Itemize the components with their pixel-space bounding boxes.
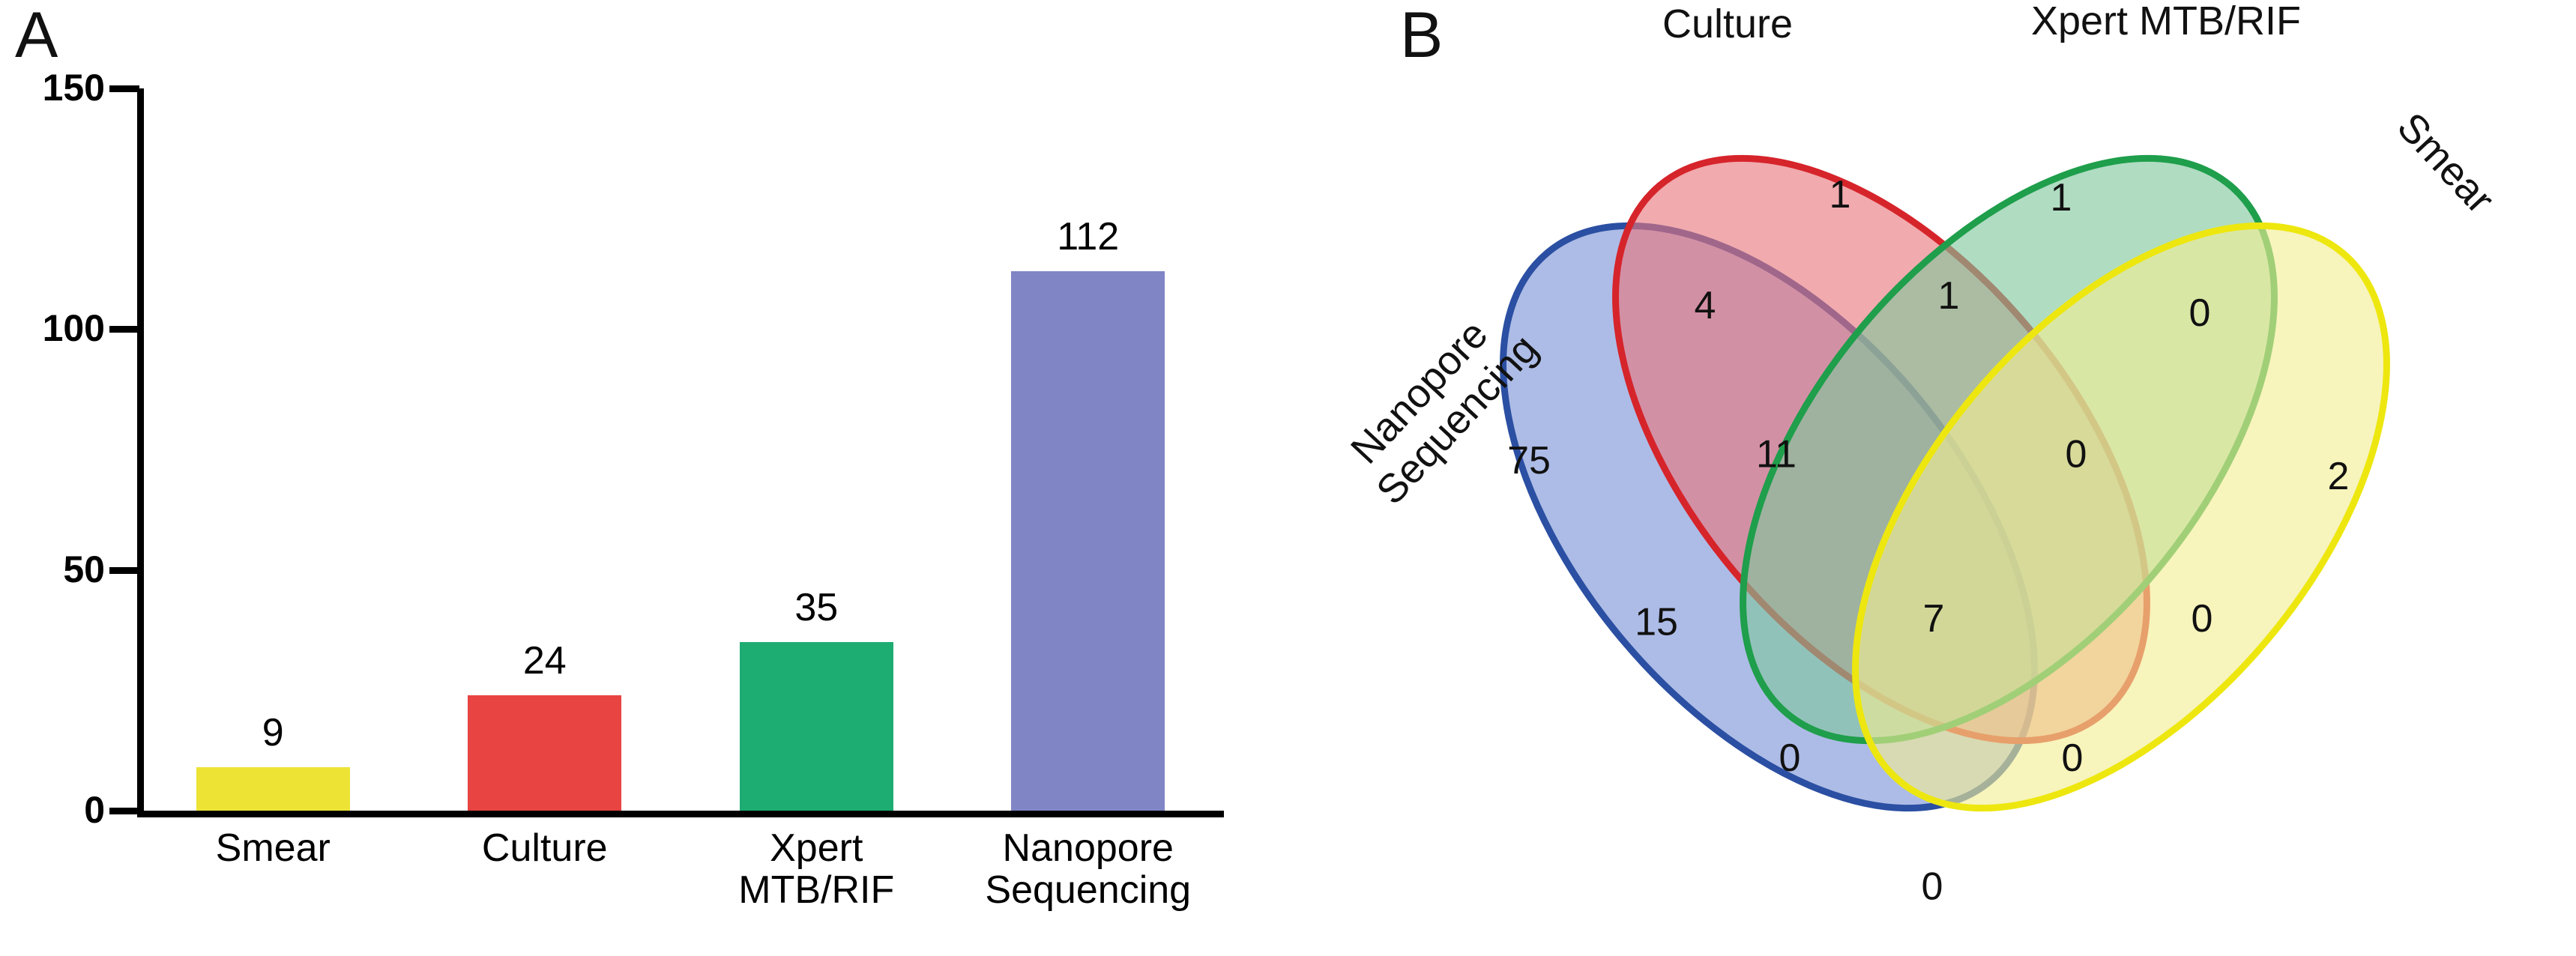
y-tick-50 xyxy=(109,566,139,574)
x-axis-label-1: Smear xyxy=(215,826,331,870)
venn-count-9: 2 xyxy=(2328,455,2350,498)
y-tick-label-100: 100 xyxy=(42,307,105,350)
venn-count-10: 15 xyxy=(1635,600,1678,644)
bar-4 xyxy=(1011,271,1165,811)
bar-2 xyxy=(468,695,622,811)
y-axis-line xyxy=(137,88,144,817)
venn-diagram-svg: Nanopore Sequencing Culture Xpert MTB/RI… xyxy=(1342,0,2503,909)
y-tick-150 xyxy=(109,85,139,92)
venn-count-12: 0 xyxy=(2192,597,2213,641)
venn-count-1: 1 xyxy=(1830,173,1851,217)
venn-count-6: 75 xyxy=(1507,439,1551,482)
y-tick-100 xyxy=(109,326,139,333)
panel-b-letter: B xyxy=(1400,0,1444,71)
x-axis-label-4: Nanopore Sequencing xyxy=(985,826,1192,913)
bar-3 xyxy=(739,642,893,811)
y-tick-label-0: 0 xyxy=(84,789,105,831)
x-axis-label-3: Xpert MTB/RIF xyxy=(738,826,895,913)
x-axis-line xyxy=(137,811,1224,817)
y-tick-0 xyxy=(109,808,139,814)
panel-a-bar-chart: A 0 50 100 150 Smear Culture Xpert MTB/RIF Nan… xyxy=(15,0,1224,913)
bar-series xyxy=(137,88,1224,811)
venn-count-8: 0 xyxy=(2066,432,2087,476)
venn-count-5: 0 xyxy=(2189,291,2211,335)
venn-count-14: 0 xyxy=(2062,736,2084,780)
venn-count-13: 0 xyxy=(1779,736,1801,780)
bar-value-label-1: 9 xyxy=(262,711,284,755)
bar-value-label-3: 35 xyxy=(794,586,839,630)
y-tick-label-50: 50 xyxy=(63,548,105,590)
panel-a-letter: A xyxy=(15,0,58,71)
x-axis-label-2: Culture xyxy=(481,826,608,870)
venn-label-xpert-mtb-rif: Xpert MTB/RIF xyxy=(2031,0,2301,43)
venn-label-smear: Smear xyxy=(2389,104,2503,222)
venn-count-3: 4 xyxy=(1695,284,1716,327)
venn-count-15: 0 xyxy=(1922,865,1943,909)
y-tick-label-150: 150 xyxy=(42,67,105,109)
venn-count-2: 1 xyxy=(2051,176,2072,220)
bar-1 xyxy=(196,767,350,811)
venn-count-4: 1 xyxy=(1938,274,1960,318)
venn-label-culture: Culture xyxy=(1662,1,1793,46)
venn-count-11: 7 xyxy=(1923,597,1945,641)
panel-b-venn-diagram: B Nanopore Sequencing Culture Xpert MTB/… xyxy=(1289,0,2576,956)
venn-count-7: 11 xyxy=(1756,432,1797,476)
bar-value-label-2: 24 xyxy=(522,638,567,683)
bar-value-label-4: 112 xyxy=(1057,215,1120,259)
venn-ellipse-smear xyxy=(1852,222,2390,812)
